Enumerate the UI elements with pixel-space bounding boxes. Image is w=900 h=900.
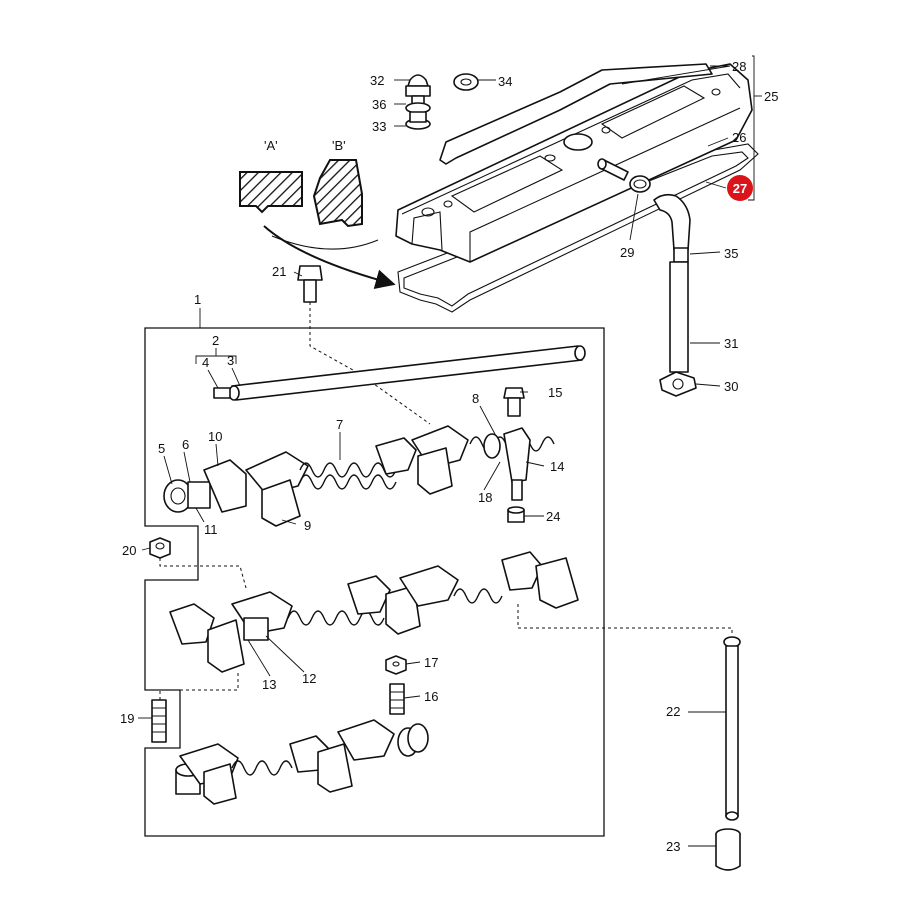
callout-20: 20	[122, 543, 136, 558]
bolt	[297, 265, 323, 303]
callout-11: 11	[204, 522, 218, 537]
callout-35: 35	[724, 246, 738, 261]
callout-12: 12	[302, 671, 316, 686]
callout-7: 7	[336, 417, 343, 432]
callout-31: 31	[724, 336, 738, 351]
callout-10: 10	[208, 429, 222, 444]
callout-1: 1	[194, 292, 201, 307]
callout-6: 6	[182, 437, 189, 452]
rocker-cover	[395, 63, 759, 313]
callout-15: 15	[548, 385, 562, 400]
callout-26: 26	[732, 130, 746, 145]
callout-29: 29	[620, 245, 634, 260]
stud	[151, 699, 167, 743]
callout-25: 25	[764, 89, 778, 104]
cap-nut-assembly	[405, 74, 431, 130]
stud	[389, 683, 405, 715]
callout-9: 9	[304, 518, 311, 533]
callout-19: 19	[120, 711, 134, 726]
bush	[507, 506, 525, 523]
callout-16: 16	[424, 689, 438, 704]
hose-clip	[629, 175, 651, 193]
callout-30: 30	[724, 379, 738, 394]
callout-14: 14	[550, 459, 564, 474]
callout-22: 22	[666, 704, 680, 719]
callout-34: 34	[498, 74, 512, 89]
callout-8: 8	[472, 391, 479, 406]
callout-18: 18	[478, 490, 492, 505]
breather-pipe	[669, 261, 689, 373]
breather-hose	[653, 193, 691, 251]
hose-connector	[673, 247, 689, 263]
callout-27-highlight: 27	[727, 175, 753, 201]
callout-2: 2	[212, 333, 219, 348]
nut	[149, 537, 171, 559]
gasket-section-b	[312, 159, 363, 228]
view-label-a: 'A'	[264, 138, 278, 153]
leader-lines	[138, 55, 762, 847]
callout-33: 33	[372, 119, 386, 134]
screw	[503, 387, 525, 417]
nut	[385, 655, 407, 675]
push-rod	[723, 636, 741, 821]
section-arrow	[263, 225, 396, 289]
top-plate	[439, 63, 713, 165]
gasket-section-a	[239, 171, 303, 214]
callout-17: 17	[424, 655, 438, 670]
rocker-row-upper	[163, 425, 555, 527]
rocker-row-lower	[175, 719, 429, 805]
callout-21: 21	[272, 264, 286, 279]
rocker-lever	[503, 427, 531, 501]
pipe-bracket	[659, 371, 697, 397]
rocker-shaft	[213, 345, 586, 401]
callout-5: 5	[158, 441, 165, 456]
callout-32: 32	[370, 73, 384, 88]
rocker-row-middle	[169, 551, 579, 673]
callout-24: 24	[546, 509, 560, 524]
callout-23: 23	[666, 839, 680, 854]
tappet	[715, 828, 741, 871]
grommet	[453, 73, 479, 91]
view-label-b: 'B'	[332, 138, 346, 153]
callout-27: 27	[733, 181, 747, 196]
callout-4: 4	[202, 355, 209, 370]
callout-labels: 32 36 33 34 28 25 26 27 29 35 31 30 21 1…	[120, 59, 778, 854]
callout-28: 28	[732, 59, 746, 74]
callout-36: 36	[372, 97, 386, 112]
callout-13: 13	[262, 677, 276, 692]
callout-3: 3	[227, 353, 234, 368]
